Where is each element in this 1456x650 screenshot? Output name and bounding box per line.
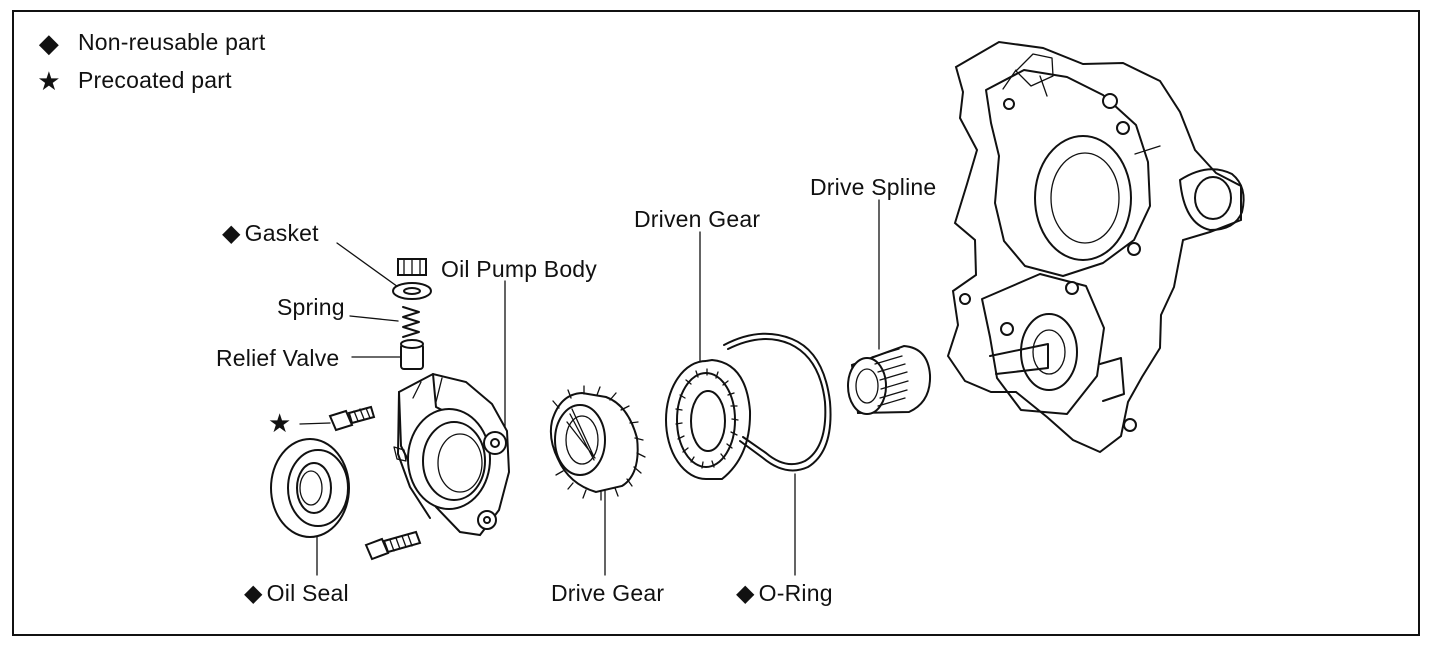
relief-valve-icon [400, 339, 424, 370]
label-oil-pump-body: Oil Pump Body [441, 256, 597, 282]
gasket-text: Gasket [244, 220, 319, 246]
label-gasket: ◆Gasket [222, 222, 319, 246]
o-ring-icon [723, 332, 832, 472]
diamond-icon: ◆ [38, 27, 60, 58]
legend-text: Precoated part [78, 67, 232, 93]
lower-bolt-icon [364, 530, 422, 561]
legend-text: Non-reusable part [78, 29, 266, 55]
driven-gear-icon [665, 358, 752, 480]
diamond-icon: ◆ [736, 580, 755, 607]
label-relief-valve: Relief Valve [216, 345, 340, 371]
relief-plug-icon [392, 258, 432, 300]
oil-seal-icon [270, 438, 350, 538]
legend-precoated: ★ Precoated part [36, 67, 232, 94]
diamond-icon: ◆ [244, 580, 263, 607]
upper-bolt-icon [328, 405, 376, 432]
leader-lines [299, 199, 880, 576]
precoated-bolt-leader-line [299, 422, 331, 425]
legend-non-reusable: ◆ Non-reusable part [36, 29, 266, 56]
gasket-leader-line [336, 242, 406, 293]
spring-icon [402, 306, 420, 338]
label-oil-seal: ◆Oil Seal [244, 582, 349, 606]
timing-cover-icon [946, 40, 1245, 454]
oil-pump-body-icon [393, 372, 511, 537]
label-o-ring: ◆O-Ring [736, 582, 833, 606]
precoated-bolt-star-icon: ★ [268, 408, 292, 438]
label-drive-gear: Drive Gear [551, 580, 665, 606]
spring-leader-line [349, 315, 399, 322]
drive-gear-icon [549, 385, 646, 501]
label-driven-gear: Driven Gear [634, 206, 761, 232]
drive-spline-icon [847, 344, 932, 415]
diamond-icon: ◆ [222, 220, 241, 247]
o-ring-text: O-Ring [758, 580, 833, 606]
diagram-frame [12, 10, 1420, 636]
star-icon: ★ [37, 65, 61, 96]
label-drive-spline: Drive Spline [810, 174, 937, 200]
oil-seal-text: Oil Seal [266, 580, 349, 606]
label-spring: Spring [277, 294, 345, 320]
